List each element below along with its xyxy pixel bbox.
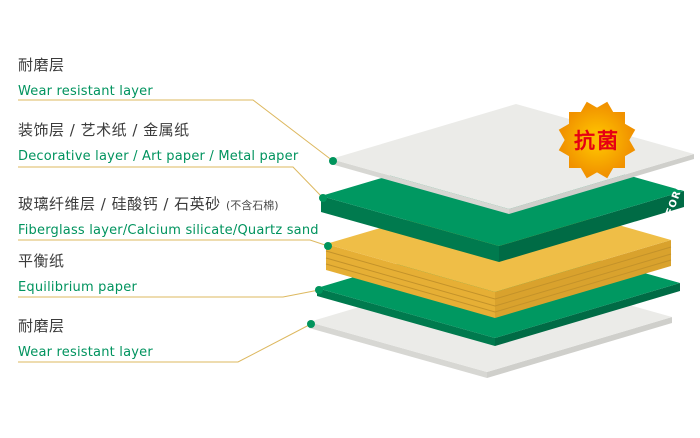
label-en: Equilibrium paper [18,280,137,295]
label-en: Wear resistant layer [18,84,153,99]
label-note: (不含石棉) [225,199,279,212]
layer-dot [319,194,327,202]
label-zh: 玻璃纤维层 / 硅酸钙 / 石英砂 (不含石棉) [18,195,279,213]
label-equilibrium-paper: 平衡纸 Equilibrium paper [18,252,137,296]
connector-lines [18,99,334,363]
core-layer-striations [325,246,672,313]
layer-dot [324,242,332,250]
layer-dots [307,157,337,328]
connector-line [18,323,312,363]
layer-dot [315,286,323,294]
label-en: Wear resistant layer [18,345,153,360]
connector-line [18,166,324,199]
label-zh: 平衡纸 [18,252,65,270]
label-en: Fiberglass layer/Calcium silicate/Quartz… [18,223,319,238]
antibacterial-badge: 抗菌 [556,99,638,181]
label-top-wear-layer: 耐磨层 Wear resistant layer [18,56,153,100]
connector-line [18,99,334,162]
layer-dot [307,320,315,328]
layer-dot [329,157,337,165]
label-decorative-layer: 装饰层 / 艺术纸 / 金属纸 Decorative layer / Art p… [18,121,298,165]
label-bottom-wear-layer: 耐磨层 Wear resistant layer [18,317,153,361]
label-zh: 装饰层 / 艺术纸 / 金属纸 [18,121,190,139]
connector-line [18,289,320,298]
label-en: Decorative layer / Art paper / Metal pap… [18,149,299,164]
label-zh: 耐磨层 [18,317,65,335]
connector-line [18,239,329,247]
label-zh: 耐磨层 [18,56,65,74]
label-core-layer: 玻璃纤维层 / 硅酸钙 / 石英砂 (不含石棉) Fiberglass laye… [18,195,319,239]
badge-label: 抗菌 [574,129,620,153]
